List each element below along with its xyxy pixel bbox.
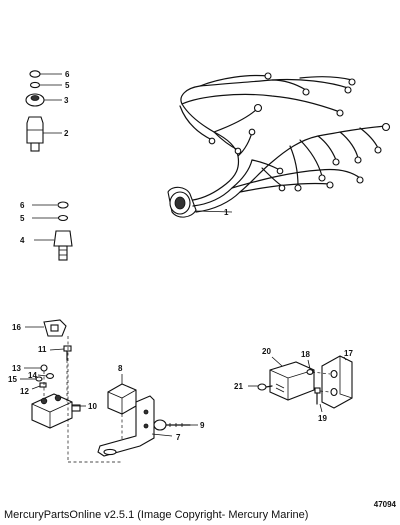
callout-6-lower: 6 (20, 201, 25, 210)
part-7-bracket (97, 395, 155, 457)
module-assembly (248, 355, 353, 413)
callout-2: 2 (64, 129, 69, 138)
part-17-bracket (321, 355, 353, 409)
part-5-washer-upper (29, 81, 41, 89)
callout-20: 20 (262, 347, 271, 356)
solenoid-assembly (20, 319, 198, 463)
part-11-screw (63, 345, 72, 352)
callout-10: 10 (88, 402, 97, 411)
callout-14: 14 (28, 371, 37, 380)
callout-8: 8 (118, 364, 123, 373)
part-4-temperature-sender (53, 230, 73, 247)
callout-17: 17 (344, 349, 353, 358)
callout-21: 21 (234, 382, 243, 391)
part-20-module (269, 361, 315, 401)
callout-19: 19 (318, 414, 327, 423)
callout-16: 16 (12, 323, 21, 332)
callout-12: 12 (20, 387, 29, 396)
part-21-screw (257, 383, 267, 391)
callout-1: 1 (224, 208, 229, 217)
part-19-screw (314, 387, 321, 394)
callout-7: 7 (176, 433, 181, 442)
callout-11: 11 (38, 345, 47, 354)
callout-13: 13 (12, 364, 21, 373)
part-12-terminal (39, 382, 47, 388)
callout-5-lower: 5 (20, 214, 25, 223)
part-5-washer-lower (57, 214, 69, 222)
figure-number: 47094 (373, 500, 396, 509)
part-6-nut-lower (57, 201, 69, 209)
callout-15: 15 (8, 375, 17, 384)
part-13-nut (40, 364, 48, 372)
callout-18: 18 (301, 350, 310, 359)
part-14-washer (45, 373, 55, 379)
copyright-caption: MercuryPartsOnline v2.5.1 (Image Copyrig… (4, 509, 309, 521)
callout-4: 4 (20, 236, 25, 245)
callout-9: 9 (200, 421, 205, 430)
sender-assembly-upper (25, 70, 62, 152)
sender-assembly-lower (32, 201, 73, 261)
part-6-nut-upper (29, 70, 41, 78)
callout-3: 3 (64, 96, 69, 105)
part-1-wiring-harness (167, 72, 391, 218)
callout-5-upper: 5 (65, 81, 70, 90)
callout-labels: 1 2 3 4 5 5 6 6 7 8 9 10 11 12 13 14 15 … (8, 70, 353, 442)
part-9-bolt (153, 419, 167, 431)
callout-6-upper: 6 (65, 70, 70, 79)
